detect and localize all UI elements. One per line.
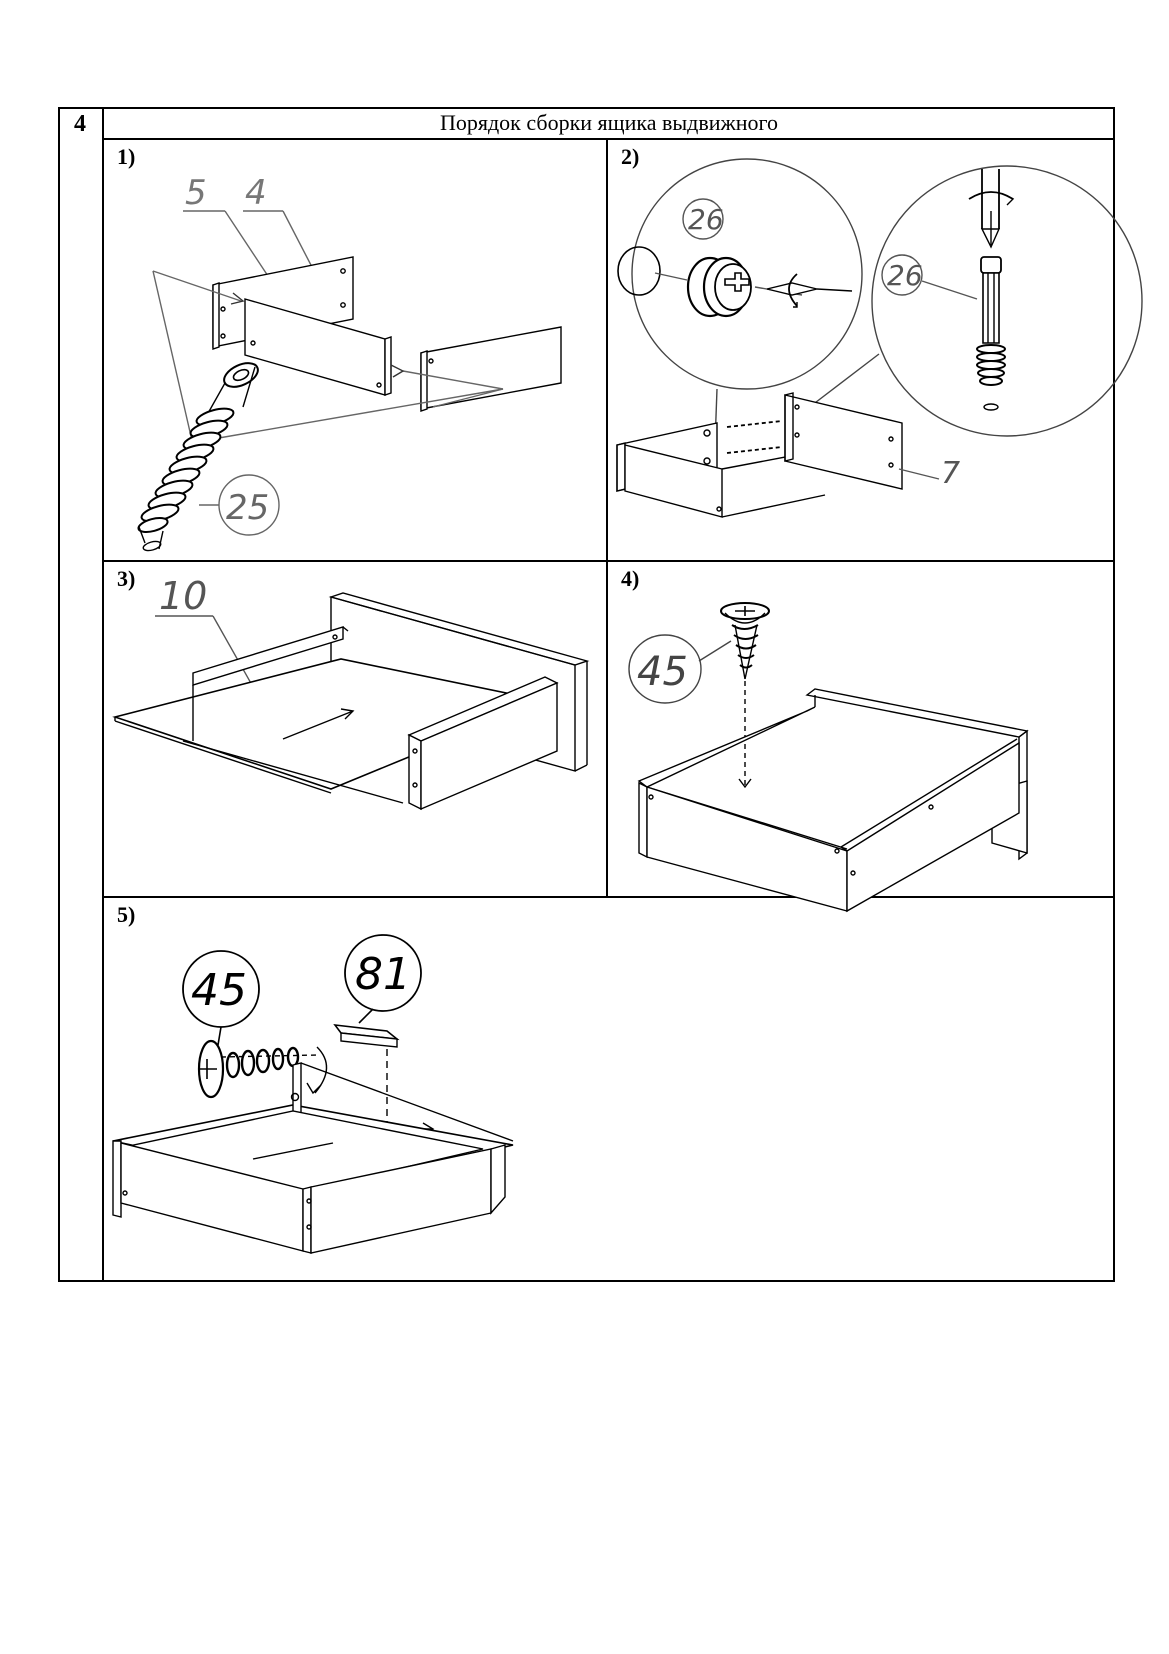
step-5-callout-45: 45 [191, 965, 247, 1016]
step-1-callout-4: 4 [245, 173, 267, 213]
step-4-label: 4) [621, 566, 640, 591]
step-5-label: 5) [117, 902, 136, 927]
step-5-callout-81: 81 [355, 949, 411, 1000]
step-3-label: 3) [117, 566, 136, 591]
section-number: 4 [74, 111, 86, 137]
step-2-illustration: 26 26 7 [607, 139, 1115, 559]
step-1-label: 1) [117, 144, 136, 169]
step-3-illustration: 10 [103, 574, 606, 895]
step-1-illustration: 5 4 25 [103, 173, 606, 559]
step-3-callout-10: 10 [159, 574, 207, 618]
step-2-callout-26-left: 26 [688, 203, 724, 236]
number-column-divider [102, 107, 104, 1282]
step-1-callout-25: 25 [226, 488, 269, 528]
title-row-divider [102, 138, 1115, 140]
table-frame [58, 107, 1115, 1282]
steps-row-divider-1 [102, 560, 1115, 562]
step-2-callout-26-right: 26 [887, 259, 923, 292]
step-4-illustration: 45 [607, 561, 1115, 895]
step-5-illustration: 45 81 [103, 897, 1115, 1281]
step-1-callout-5: 5 [185, 173, 207, 213]
steps-row-divider-2 [102, 896, 1115, 898]
step-2-callout-7: 7 [941, 456, 960, 491]
steps-column-divider-top [606, 138, 608, 896]
section-title: Порядок сборки ящика выдвижного [439, 110, 778, 135]
step-4-callout-45: 45 [637, 649, 688, 695]
step-2-label: 2) [621, 144, 640, 169]
